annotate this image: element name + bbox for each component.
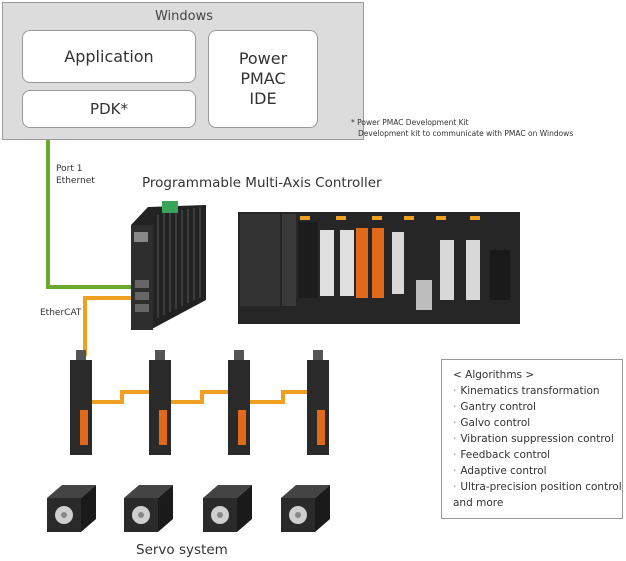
algorithm-item: ·Galvo control [453,417,531,429]
ethercat-cable [83,296,133,356]
servo-drive-1 [70,350,92,455]
terminal-block [162,201,178,213]
servo-drive-4 [307,350,329,455]
algorithm-item: ·Adaptive control [453,465,547,477]
algorithms-more: and more [453,497,504,509]
servo-drive-3 [228,350,250,455]
servo-motor-1 [47,485,96,532]
ethernet-cable [46,140,133,289]
rack-controller [238,212,520,324]
footnote-line2: Development kit to communicate with PMAC… [358,129,574,138]
footnote-line1: * Power PMAC Development Kit [351,118,469,127]
algorithm-item: ·Feedback control [453,449,551,461]
pdk-box: PDK* [22,90,196,128]
controller-title: Programmable Multi-Axis Controller [142,175,382,191]
servo-motor-3 [203,485,252,532]
servo-system-label: Servo system [136,542,228,558]
algorithm-item: ·Ultra-precision position control [453,481,622,493]
algorithm-item: ·Gantry control [453,401,536,413]
power-pmac-ide-box: Power PMAC IDE [208,30,318,128]
motion-controller-unit [131,201,206,330]
servo-drive-2 [149,350,171,455]
algorithms-box: < Algorithms > ·Kinematics transformatio… [441,359,623,519]
servo-motor-4 [281,485,330,532]
ethercat-daisy-chain [85,390,312,404]
servo-motor-2 [124,485,173,532]
windows-title: Windows [154,9,214,24]
algorithm-item: ·Kinematics transformation [453,385,600,397]
port-label-line1: Port 1 [56,164,83,174]
application-box: Application [22,30,196,83]
algorithm-item: ·Vibration suppression control [453,433,614,445]
port-label-line2: Ethernet [56,176,95,186]
algorithms-heading: < Algorithms > [453,369,535,381]
ethercat-label: EtherCAT [40,308,82,318]
